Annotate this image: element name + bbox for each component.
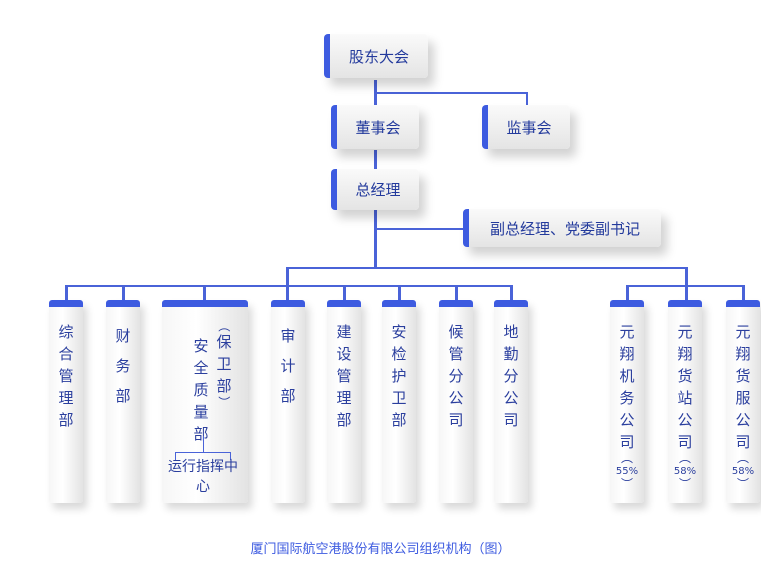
connector <box>510 285 513 301</box>
dept-safety-quality[interactable]: 安全质量部 （保卫部） 运行指挥中心 <box>162 300 248 503</box>
dept-ground-service-branch[interactable]: 地勤分公司 <box>494 300 528 503</box>
node-label: 副总经理、党委副书记 <box>489 219 640 238</box>
paren-open: ︵ <box>620 451 633 465</box>
dept-general-management[interactable]: 综合管理部 <box>49 300 83 503</box>
connector <box>65 285 68 301</box>
connector <box>626 285 744 287</box>
connector <box>286 267 289 301</box>
paren-open: ︵ <box>678 451 691 465</box>
dept-terminal-branch[interactable]: 候管分公司 <box>439 300 473 503</box>
node-label: 总经理 <box>355 181 401 199</box>
sub-unit-ops-command-center[interactable]: 运行指挥中心 <box>168 459 238 495</box>
node-supervisory[interactable]: 监事会 <box>482 105 570 149</box>
dept-security-guard[interactable]: 安检护卫部 <box>382 300 416 503</box>
dept-finance[interactable]: 财务部 <box>106 300 140 503</box>
sub-connector <box>230 452 231 460</box>
subsidiary-label: 元翔机务公司 ︵ 55% ︶ <box>610 321 644 491</box>
node-general-manager[interactable]: 总经理 <box>331 169 419 210</box>
dept-label: 审计部 <box>280 327 296 405</box>
paren-open: ︵ <box>736 451 749 465</box>
subsidiary-cargo-station[interactable]: 元翔货站公司 ︵ 58% ︶ <box>668 300 702 503</box>
share-percent: 55% <box>615 466 639 477</box>
subsidiary-label: 元翔货服公司 ︵ 58% ︶ <box>726 321 760 491</box>
dept-label-paren: （保卫部） <box>216 319 232 408</box>
node-board[interactable]: 董事会 <box>331 105 419 149</box>
connector <box>203 285 206 301</box>
subsidiary-maintenance[interactable]: 元翔机务公司 ︵ 55% ︶ <box>610 300 644 503</box>
node-deputy-manager[interactable]: 副总经理、党委副书记 <box>463 209 661 247</box>
connector <box>122 285 125 301</box>
dept-label: 安全质量部 <box>193 337 209 443</box>
sub-connector <box>175 452 176 460</box>
paren-close: ︶ <box>620 477 633 491</box>
share-percent: 58% <box>673 466 697 477</box>
connector <box>376 228 464 230</box>
share-percent: 58% <box>731 466 755 477</box>
paren-close: ︶ <box>736 477 749 491</box>
connector <box>65 285 512 287</box>
connector <box>455 285 458 301</box>
sub-connector <box>175 452 231 453</box>
dept-label: 建设管理部 <box>336 323 352 429</box>
connector <box>742 285 745 301</box>
connector <box>398 285 401 301</box>
connector <box>685 267 688 301</box>
node-shareholders[interactable]: 股东大会 <box>324 34 428 78</box>
subsidiary-label: 元翔货站公司 ︵ 58% ︶ <box>668 321 702 491</box>
connector <box>374 150 377 170</box>
dept-construction[interactable]: 建设管理部 <box>327 300 361 503</box>
dept-label: 财务部 <box>115 327 131 405</box>
node-label: 股东大会 <box>348 47 409 66</box>
connector <box>343 285 346 301</box>
dept-label: 综合管理部 <box>58 323 74 429</box>
connector <box>374 92 528 94</box>
node-label: 董事会 <box>355 118 401 137</box>
connector <box>374 210 377 268</box>
dept-label: 候管分公司 <box>448 323 464 429</box>
dept-audit[interactable]: 审计部 <box>271 300 305 503</box>
sub-connector <box>203 436 204 452</box>
connector <box>626 285 629 301</box>
paren-close: ︶ <box>678 477 691 491</box>
dept-label: 地勤分公司 <box>503 323 519 429</box>
subsidiary-cargo-service[interactable]: 元翔货服公司 ︵ 58% ︶ <box>726 300 760 503</box>
connector <box>526 92 528 106</box>
connector <box>287 267 687 269</box>
diagram-caption: 厦门国际航空港股份有限公司组织机构（图） <box>250 542 511 557</box>
node-label: 监事会 <box>506 118 552 137</box>
dept-label: 安检护卫部 <box>391 323 407 429</box>
